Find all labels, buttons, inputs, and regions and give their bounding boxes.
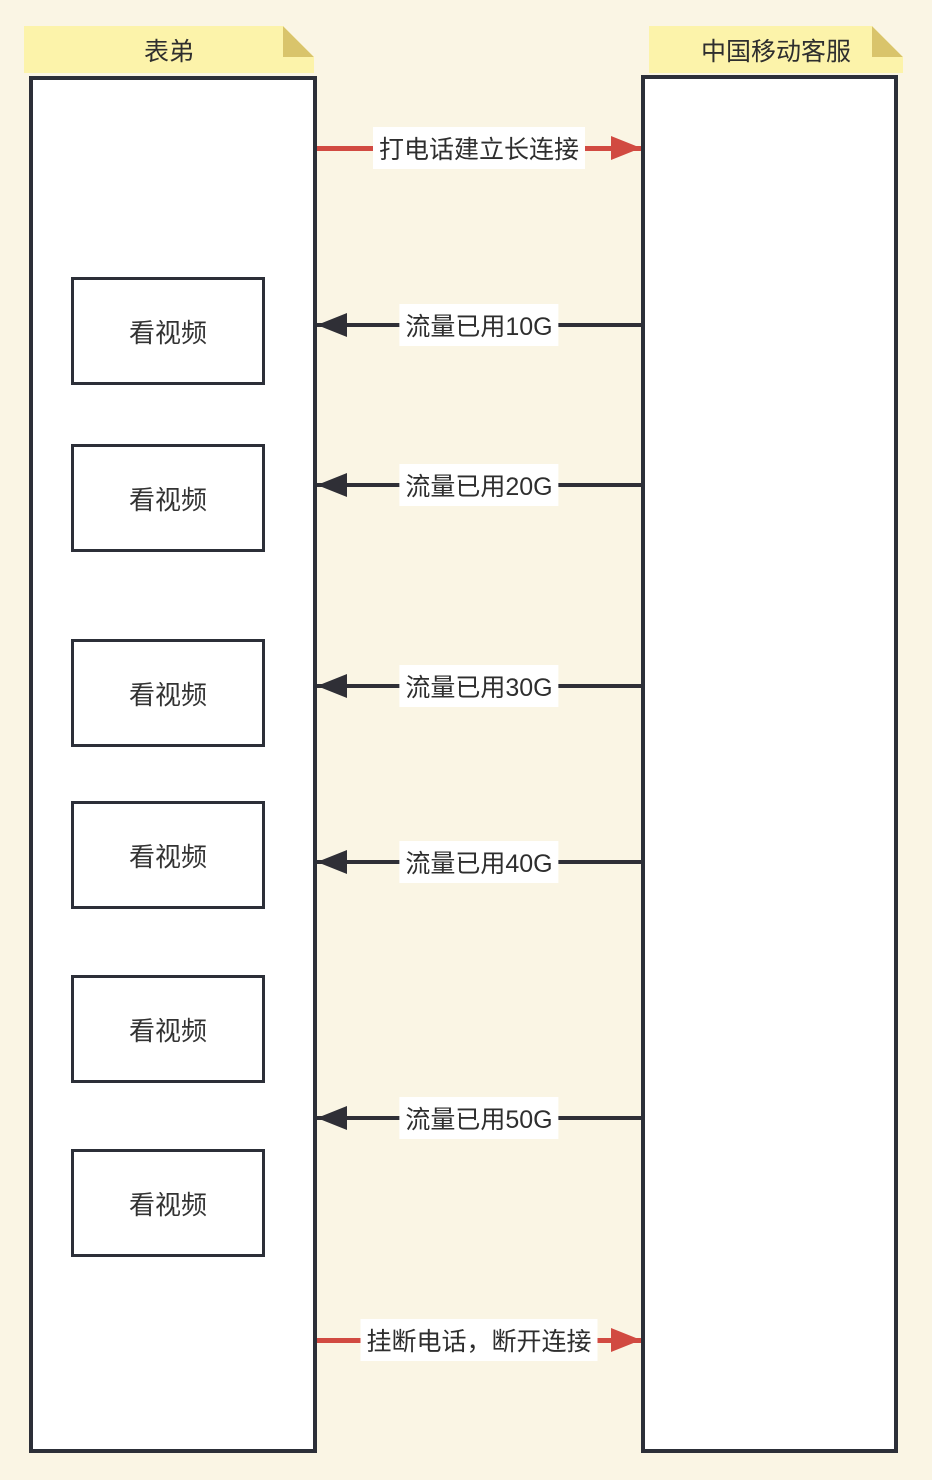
participant-name: 表弟 bbox=[143, 37, 194, 66]
arrow-head-left-icon bbox=[317, 850, 347, 874]
message-label: 流量已用40G bbox=[399, 841, 559, 883]
message-label: 打电话建立长连接 bbox=[372, 127, 586, 169]
lifeline-box-customer-service bbox=[641, 75, 898, 1453]
activity-label: 看视频 bbox=[128, 679, 207, 710]
activity-label: 看视频 bbox=[128, 1015, 207, 1046]
arrow-head-left-icon bbox=[317, 473, 347, 497]
message-label: 流量已用10G bbox=[399, 304, 559, 346]
message-label: 流量已用30G bbox=[399, 665, 559, 707]
activity-box-watch-video: 看视频 bbox=[71, 277, 265, 385]
activity-label: 看视频 bbox=[128, 484, 207, 515]
message-label: 流量已用20G bbox=[399, 464, 559, 506]
arrow-head-left-icon bbox=[317, 313, 347, 337]
activity-box-watch-video: 看视频 bbox=[71, 801, 265, 909]
message-label: 挂断电话，断开连接 bbox=[360, 1319, 598, 1361]
arrow-head-left-icon bbox=[317, 674, 347, 698]
participant-name: 中国移动客服 bbox=[700, 37, 851, 66]
arrow-head-right-icon bbox=[611, 136, 641, 160]
activity-box-watch-video: 看视频 bbox=[71, 639, 265, 747]
activity-box-watch-video: 看视频 bbox=[71, 444, 265, 552]
participant-note-customer-service: 中国移动客服 bbox=[649, 26, 903, 73]
note-fold-corner-icon bbox=[283, 26, 314, 57]
activity-label: 看视频 bbox=[128, 317, 207, 348]
message-label: 流量已用50G bbox=[399, 1097, 559, 1139]
activity-box-watch-video: 看视频 bbox=[71, 975, 265, 1083]
arrow-head-left-icon bbox=[317, 1106, 347, 1130]
activity-label: 看视频 bbox=[128, 1189, 207, 1220]
activity-label: 看视频 bbox=[128, 841, 207, 872]
arrow-head-right-icon bbox=[611, 1328, 641, 1352]
activity-box-watch-video: 看视频 bbox=[71, 1149, 265, 1257]
note-fold-corner-icon bbox=[872, 26, 903, 57]
participant-note-cousin: 表弟 bbox=[24, 26, 314, 73]
